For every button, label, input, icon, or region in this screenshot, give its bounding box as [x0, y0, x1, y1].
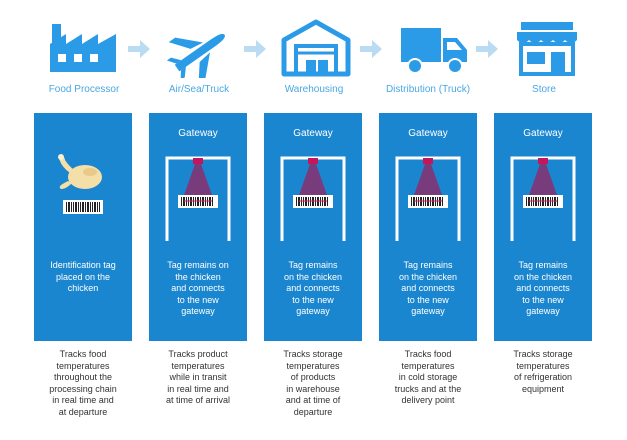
- factory-icon: [44, 18, 124, 78]
- barcode-tag-icon: [63, 200, 103, 214]
- panel-text: Identification tag placed on the chicken: [50, 260, 116, 293]
- panel-text: Tag remains on the chicken and connects …: [398, 260, 458, 316]
- stage-title-distribution: Distribution (Truck): [385, 84, 471, 95]
- warehouse-icon: [276, 18, 356, 78]
- stage-panel-air-sea-truck: Gateway Tag remains on the chicken and c…: [149, 113, 247, 341]
- store-icon: [507, 18, 587, 78]
- stage-panel-warehousing: Gateway Tag remains on the chicken and c…: [264, 113, 362, 341]
- gateway-scanner-icon: [509, 155, 577, 241]
- stage-title-store: Store: [532, 84, 556, 95]
- stage-panel-distribution: Gateway Tag remains on the chicken and c…: [379, 113, 477, 341]
- gateway-scanner-icon: [164, 155, 232, 241]
- panel-text: Tag remains on the chicken and connects …: [283, 260, 343, 316]
- arrow-right-icon: [476, 40, 498, 58]
- stage-description-distribution: Tracks food temperatures in cold storage…: [394, 349, 462, 405]
- panel-text: Tag remains on the chicken and connects …: [513, 260, 573, 316]
- stage-title-food-processor: Food Processor: [48, 84, 120, 95]
- arrow-right-icon: [360, 40, 382, 58]
- gateway-label: Gateway: [178, 128, 218, 139]
- stage-panel-store: Gateway Tag remains on the chicken and c…: [494, 113, 592, 341]
- stage-title-air-sea-truck: Air/Sea/Truck: [168, 84, 230, 95]
- arrow-right-icon: [244, 40, 266, 58]
- stage-description-warehousing: Tracks storage temperatures of products …: [283, 349, 343, 417]
- stage-description-air-sea-truck: Tracks product temperatures while in tra…: [165, 349, 231, 405]
- panel-text: Tag remains on the chicken and connects …: [167, 260, 229, 316]
- gateway-scanner-icon: [279, 155, 347, 241]
- stage-description-store: Tracks storage temperatures of refrigera…: [513, 349, 573, 394]
- gateway-label: Gateway: [523, 128, 563, 139]
- truck-icon: [393, 18, 473, 78]
- chicken-icon: [56, 151, 106, 193]
- stage-description-food-processor: Tracks food temperatures throughout the …: [49, 349, 117, 417]
- gateway-scanner-icon: [394, 155, 462, 241]
- arrow-right-icon: [128, 40, 150, 58]
- airplane-icon: [160, 18, 240, 78]
- stage-panel-food-processor: Identification tag placed on the chicken: [34, 113, 132, 341]
- stage-title-warehousing: Warehousing: [284, 84, 344, 95]
- gateway-label: Gateway: [293, 128, 333, 139]
- gateway-label: Gateway: [408, 128, 448, 139]
